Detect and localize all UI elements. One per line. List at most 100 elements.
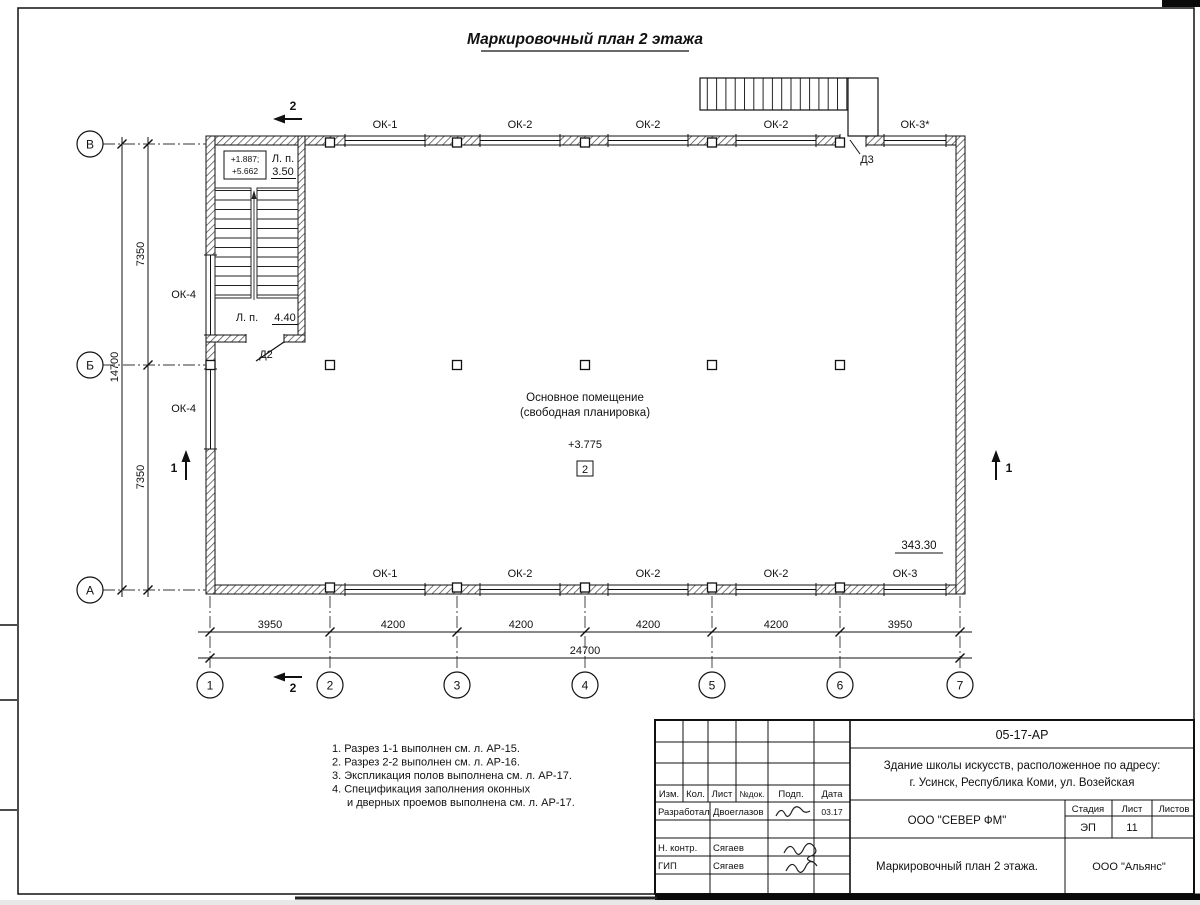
scan-mark <box>295 896 657 900</box>
window-label: ОК-3 <box>893 568 918 580</box>
axis-bubble <box>76 351 104 379</box>
section-arrow-up <box>991 450 1001 462</box>
section-label-1-right: 1 <box>1006 461 1013 475</box>
axis-bubble <box>76 130 104 158</box>
landing-value-lower: 4.40 <box>274 312 295 324</box>
column <box>451 582 463 593</box>
landing-value-upper: 3.50 <box>272 166 293 178</box>
dim-value: 4200 <box>381 619 405 631</box>
sheets-label: Листов <box>1159 804 1190 815</box>
d3-leader <box>849 139 861 155</box>
axis-bubble <box>443 671 471 699</box>
stair-flight-left <box>214 187 252 299</box>
room-number-box <box>576 460 594 477</box>
door-label-d3: Д3 <box>860 154 874 166</box>
signature <box>775 806 811 817</box>
room-number: 2 <box>582 464 588 476</box>
dimensions-bottom: 3950 4200 4200 4200 4200 3950 24700 <box>198 619 972 663</box>
dim-value: 3950 <box>258 619 282 631</box>
axis-bubble <box>826 671 854 699</box>
windows-bottom <box>344 583 947 596</box>
axis-bubble <box>196 671 224 699</box>
axis-bubble <box>76 576 104 604</box>
org-name: ООО "Альянс" <box>1092 861 1166 873</box>
window-symbol <box>479 134 561 147</box>
column <box>324 137 336 148</box>
title-block: 05-17-АР Здание школы искусств, располож… <box>654 719 1195 895</box>
window-label: ОК-4 <box>171 289 196 301</box>
window-symbol <box>204 368 217 450</box>
axis-bubble <box>698 671 726 699</box>
window-label: ОК-1 <box>373 568 398 580</box>
note-line: 2. Разрез 2-2 выполнен см. л. АР-16. <box>332 757 520 769</box>
axis-bubble <box>571 671 599 699</box>
stage-value: ЭП <box>1080 822 1096 834</box>
col-header-kol: Кол. <box>686 789 705 800</box>
window-symbol <box>607 583 689 596</box>
door-leaf-d2 <box>255 341 285 362</box>
col-header-data: Дата <box>821 789 843 800</box>
row-name: Двоеглазов <box>713 807 764 818</box>
stairwell: +1.887; +5.662 Л. п. 3.50 Л. п. 4.40 Д2 <box>205 135 306 362</box>
row-role: Разработал <box>658 807 710 818</box>
scan-mark <box>1162 0 1200 7</box>
row-name: Сягаев <box>713 843 744 854</box>
col-header-list: Лист <box>712 789 733 800</box>
window-symbol <box>607 134 689 147</box>
elevation-box <box>223 150 267 180</box>
dimensions-left: 7350 7350 14700 <box>109 137 153 597</box>
company: ООО "СЕВЕР ФМ" <box>908 815 1007 827</box>
axis-label: А <box>86 584 94 598</box>
column <box>834 137 846 148</box>
dim-value: 3950 <box>888 619 912 631</box>
columns <box>205 137 846 593</box>
dim-total: 24700 <box>570 645 601 657</box>
section-label-2-top: 2 <box>290 99 297 113</box>
col-header-podp: Подп. <box>778 789 803 800</box>
room-name-2: (свободная планировка) <box>520 407 650 419</box>
section-marks: 2 2 1 1 <box>171 99 1013 695</box>
column <box>706 582 718 593</box>
stair-wall-right <box>297 135 306 337</box>
axis-label: 6 <box>837 679 844 693</box>
section-arrow-left <box>273 114 285 124</box>
window-label: ОК-2 <box>508 119 533 131</box>
window-label: ОК-1 <box>373 119 398 131</box>
note-line: и дверных проемов выполнена см. л. АР-17… <box>347 797 575 809</box>
dim-total: 14700 <box>109 352 121 383</box>
column <box>324 582 336 593</box>
column <box>834 359 846 371</box>
column <box>706 359 718 371</box>
project-line-2: г. Усинск, Республика Коми, ул. Возейска… <box>910 777 1135 789</box>
landing-label-lower: Л. п. <box>236 312 258 324</box>
page-title: Маркировочный план 2 этажа <box>467 31 703 48</box>
window-label: ОК-4 <box>171 403 196 415</box>
page-frame <box>0 7 1195 895</box>
project-line-1: Здание школы искусств, расположенное по … <box>884 760 1161 772</box>
door-label-d2: Д2 <box>259 349 273 361</box>
stair-arrow <box>251 190 257 199</box>
stair-elev-1: +1.887; <box>231 154 260 164</box>
window-label: ОК-2 <box>508 568 533 580</box>
axis-label: 4 <box>582 679 589 693</box>
window-label: ОК-2 <box>636 568 661 580</box>
window-symbol <box>735 134 817 147</box>
window-label: ОК-2 <box>764 119 789 131</box>
section-arrow-up <box>181 450 191 462</box>
stair-flight-right <box>256 187 299 299</box>
room-annotations: Основное помещение (свободная планировка… <box>520 392 943 554</box>
col-header-ndok: №док. <box>740 789 765 799</box>
scan-mark <box>655 893 1200 900</box>
landing-label-upper: Л. п. <box>272 153 294 165</box>
column <box>706 137 718 148</box>
scan-artifacts <box>295 0 1200 900</box>
dim-value: 4200 <box>764 619 788 631</box>
row-role: ГИП <box>658 861 677 872</box>
sheet-title: Маркировочный план 2 этажа <box>467 31 703 52</box>
window-label: ОК-3* <box>900 119 930 131</box>
dim-value: 7350 <box>135 242 147 266</box>
column <box>579 582 591 593</box>
windows-top <box>344 134 947 147</box>
window-symbol <box>883 583 947 596</box>
